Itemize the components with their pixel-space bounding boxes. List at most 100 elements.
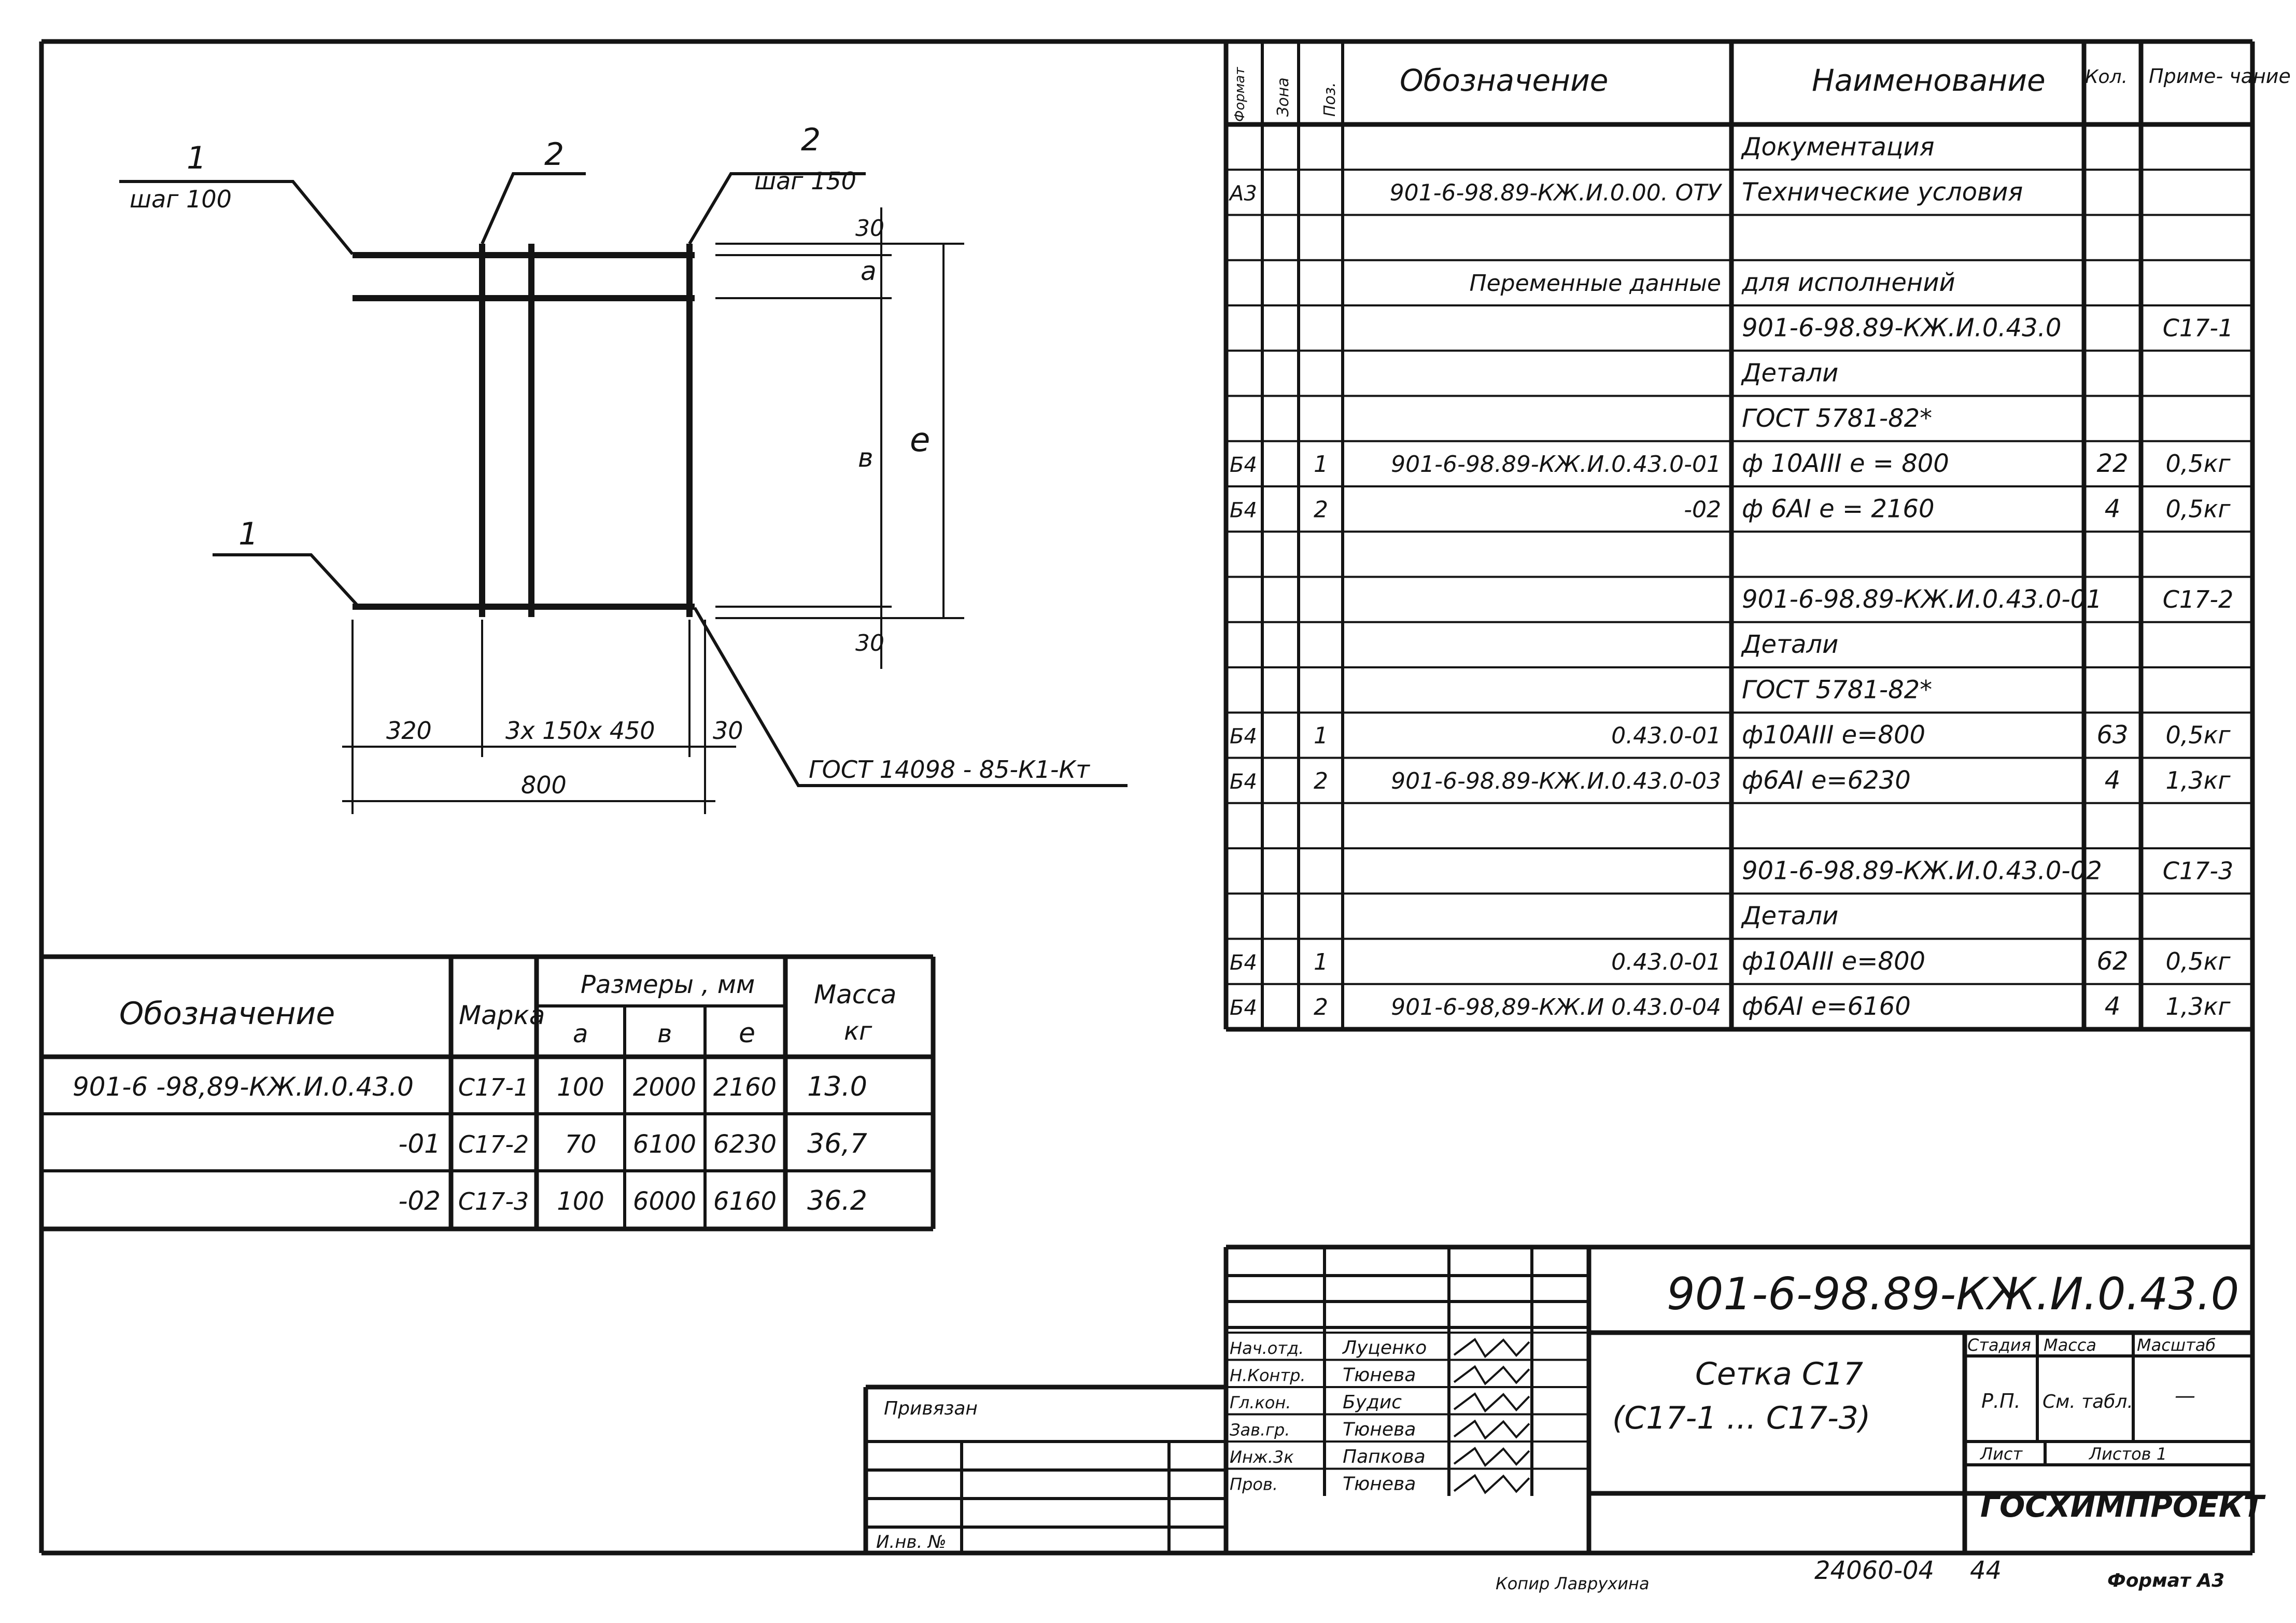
dim-3x150: 3х 150х 450	[505, 717, 655, 745]
drawing-title-line2: (С17-1 ... С17-3)	[1612, 1400, 1870, 1436]
dim-top-30: 30	[855, 215, 884, 242]
spec-header-format: Формат	[1232, 67, 1248, 122]
spec-format: Б4	[1230, 498, 1257, 522]
document-number: 24060-04	[1814, 1556, 1934, 1585]
spec-table: Формат Зона Поз. Обозначение Наименовани…	[1223, 41, 2291, 1032]
title-block: Нач.отд.ЛуценкоН.Контр.ТюневаГл.кон.Буди…	[1223, 1244, 2266, 1553]
spec-name: ф 6АI е = 2160	[1742, 494, 1935, 523]
signature	[1453, 1474, 1530, 1494]
sizes-designation: -01	[398, 1129, 441, 1159]
sizes-header-mass-unit: кг	[844, 1017, 872, 1046]
spec-pos: 1	[1314, 451, 1328, 478]
spec-format: А3	[1228, 182, 1257, 206]
role-person: Будис	[1343, 1392, 1402, 1413]
spec-designation: Переменные данные	[1470, 270, 1721, 297]
sizes-header-mark: Марка	[459, 1000, 545, 1030]
role-person: Тюнева	[1343, 1419, 1416, 1440]
callout-pos1-step: шаг 100	[130, 185, 232, 213]
spec-name: Документация	[1741, 132, 1935, 161]
sizes-mark: С17-2	[458, 1130, 529, 1158]
sizes-header-e: е	[739, 1018, 755, 1049]
mass-label: Масса	[2044, 1335, 2096, 1355]
sizes-mass: 36,7	[807, 1128, 867, 1159]
sizes-header-a: а	[573, 1019, 588, 1048]
spec-designation: 901-6-98.89-КЖ.И.0.43.0-01	[1391, 451, 1721, 478]
spec-designation: 901-6-98.89-КЖ.И.0.00. ОТУ	[1390, 180, 1723, 206]
spec-format: Б4	[1230, 725, 1257, 749]
spec-name: 901-6-98.89-КЖ.И.0.43.0-02	[1742, 856, 2102, 885]
spec-note: 0,5кг	[2165, 721, 2231, 749]
callout-pos2-step: шаг 150	[754, 167, 856, 195]
spec-header-qty: Кол.	[2085, 66, 2128, 88]
spec-name: ГОСТ 5781-82*	[1742, 404, 1932, 433]
privyazan-block: Привязан И.нв. №	[863, 1384, 1226, 1553]
sizes-header-mass: Масса	[814, 980, 896, 1010]
spec-pos: 1	[1314, 949, 1328, 975]
sizes-designation: -02	[398, 1186, 441, 1216]
sizes-header-sizes: Размеры , мм	[581, 970, 755, 999]
organization: ГОСХИМПРОЕКТ	[1980, 1489, 2266, 1524]
dim-right-30: 30	[713, 717, 743, 745]
role-title: Н.Контр.	[1230, 1365, 1306, 1385]
sizes-a: 100	[557, 1187, 604, 1216]
mesh-drawing: 1 шаг 100 2 2 шаг 150 1 ГОСТ 14098 - 85-…	[119, 122, 1128, 814]
scale-label: Масштаб	[2137, 1335, 2216, 1355]
spec-designation: -02	[1684, 496, 1721, 523]
role-title: Инж.3к	[1230, 1447, 1294, 1467]
role-person: Тюнева	[1343, 1473, 1416, 1494]
sizes-b: 6100	[633, 1130, 696, 1159]
footer: Копир Лаврухина 24060-04 44 Формат А3	[1496, 1556, 2224, 1593]
spec-name: ф10АIII е=800	[1742, 947, 1925, 976]
privyazan-label: Привязан	[884, 1398, 978, 1419]
spec-designation: 0.43.0-01	[1611, 723, 1721, 749]
inventory-number-label: И.нв. №	[876, 1532, 947, 1552]
role-title: Нач.отд.	[1230, 1338, 1304, 1358]
spec-header-pos: Поз.	[1321, 82, 1339, 117]
spec-pos: 2	[1314, 496, 1328, 523]
sizes-a: 70	[565, 1130, 596, 1159]
spec-pos: 2	[1314, 768, 1328, 794]
role-title: Пров.	[1230, 1474, 1278, 1494]
spec-note: С17-1	[2163, 314, 2234, 342]
sizes-b: 2000	[633, 1073, 696, 1102]
spec-header-note: Приме- чание	[2149, 65, 2291, 88]
drawing-code: 901-6-98.89-КЖ.И.0.43.0	[1667, 1268, 2239, 1320]
sizes-e: 6160	[713, 1187, 777, 1216]
spec-name: 901-6-98.89-КЖ.И.0.43.0-01	[1742, 585, 2102, 614]
sheets-label: Листов 1	[2089, 1444, 2167, 1464]
spec-name: ф6АI е=6160	[1742, 992, 1911, 1021]
mass-value: См. табл.	[2043, 1391, 2133, 1412]
spec-format: Б4	[1230, 951, 1257, 975]
spec-header-designation: Обозначение	[1400, 63, 1608, 98]
paper-format: Формат А3	[2107, 1570, 2224, 1591]
spec-designation: 901-6-98,89-КЖ.И 0.43.0-04	[1391, 994, 1721, 1020]
callout-pos2-right: 2	[801, 122, 821, 158]
spec-name: ГОСТ 5781-82*	[1742, 675, 1932, 704]
signature	[1453, 1447, 1530, 1467]
spec-header-zone: Зона	[1274, 77, 1292, 117]
spec-qty: 22	[2096, 449, 2128, 478]
role-person: Тюнева	[1343, 1364, 1416, 1386]
role-title: Зав.гр.	[1230, 1420, 1290, 1439]
spec-name: 901-6-98.89-КЖ.И.0.43.0	[1742, 313, 2061, 342]
sizes-mass: 36.2	[807, 1185, 867, 1216]
spec-pos: 1	[1314, 723, 1328, 749]
spec-name: ф6АI е=6230	[1742, 766, 1911, 795]
sizes-mark: С17-1	[458, 1073, 529, 1101]
signature	[1453, 1419, 1530, 1440]
sizes-header-b: в	[657, 1019, 672, 1048]
dim-e: е	[910, 421, 930, 459]
spec-name: Детали	[1741, 902, 1838, 931]
sizes-mass: 13.0	[807, 1071, 867, 1102]
callout-pos1-bottom: 1	[238, 516, 258, 552]
spec-qty: 4	[2105, 992, 2121, 1021]
sizes-e: 6230	[713, 1130, 777, 1159]
role-person: Папкова	[1343, 1446, 1426, 1467]
sheet-label: Лист	[1980, 1444, 2023, 1464]
callout-pos2-left: 2	[544, 136, 564, 173]
drawing-title-line1: Сетка С17	[1695, 1356, 1863, 1392]
spec-qty: 62	[2096, 947, 2128, 976]
dim-800: 800	[521, 771, 567, 799]
signature	[1453, 1365, 1530, 1386]
spec-name: ф 10АIII е = 800	[1742, 449, 1949, 478]
